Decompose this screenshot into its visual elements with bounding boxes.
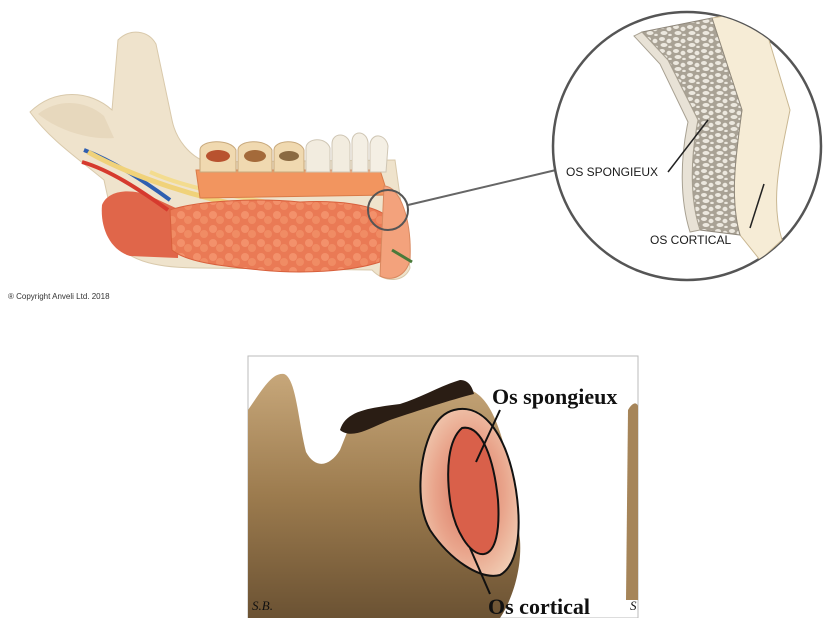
photo-label-os-cortical: Os cortical	[488, 594, 590, 618]
gum-band	[196, 170, 388, 198]
connector-line	[408, 170, 556, 205]
signature-left: S.B.	[252, 598, 273, 613]
teeth	[200, 133, 388, 172]
signature-right: S	[630, 598, 637, 613]
mandible-illustration: OS SPONGIEUX OS CORTICAL	[0, 0, 837, 320]
muscle-tissue	[170, 200, 384, 272]
copyright-text: ® Copyright Anveli Ltd. 2018	[8, 292, 110, 301]
label-os-spongieux: OS SPONGIEUX	[566, 165, 658, 179]
label-os-cortical: OS CORTICAL	[650, 233, 731, 247]
mandible-photo: Os spongieux Os cortical S.B. S	[0, 340, 837, 618]
photo-label-os-spongieux: Os spongieux	[492, 384, 617, 409]
